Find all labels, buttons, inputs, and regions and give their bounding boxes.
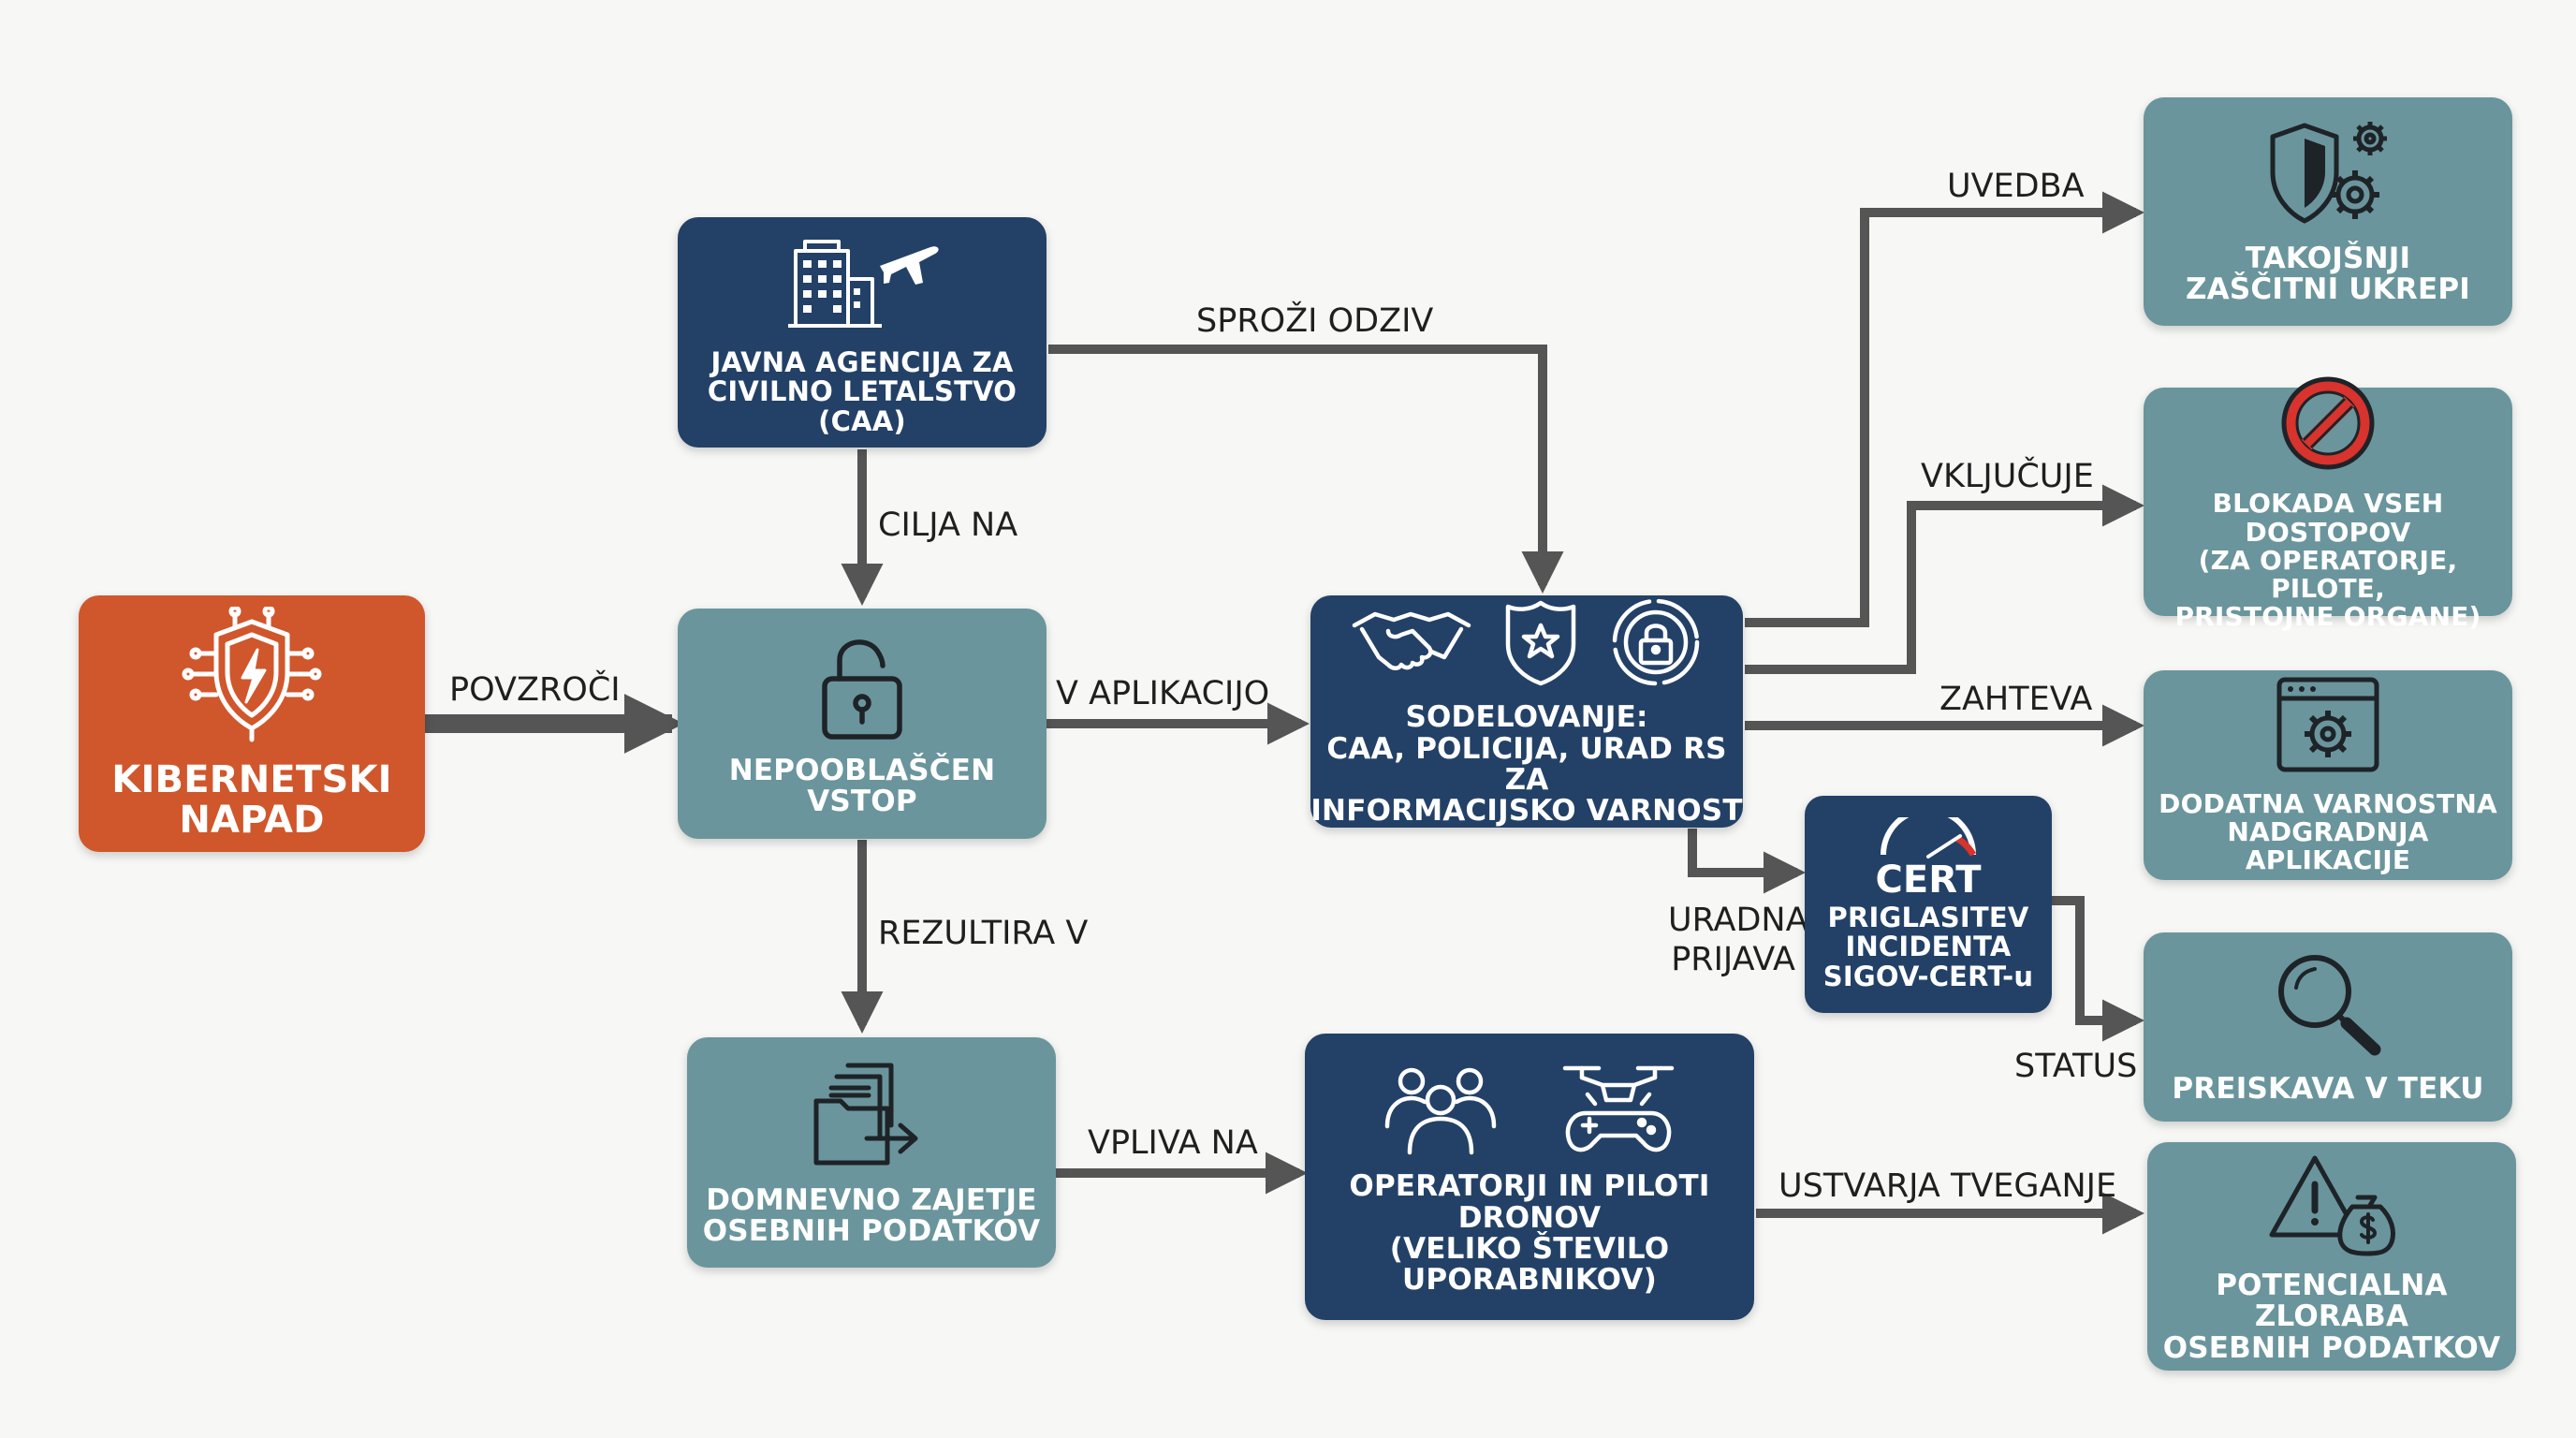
edge-status bbox=[2052, 896, 2144, 1042]
node-misuse: POTENCIALNA ZLORABA OSEBNIH PODATKOV bbox=[2147, 1142, 2516, 1371]
handshake-icon bbox=[1352, 611, 1471, 671]
node-title: SODELOVANJE: CAA, POLICIJA, URAD RS ZA I… bbox=[1310, 700, 1743, 829]
shield-gears-icon bbox=[2270, 121, 2387, 224]
node-title: POTENCIALNA ZLORABA OSEBNIH PODATKOV bbox=[2162, 1268, 2501, 1365]
documents-arrow-icon bbox=[813, 1063, 918, 1166]
node-unauthorized-access: NEPOOBLAŠČEN VSTOP bbox=[678, 609, 1046, 839]
drone-controller-icon bbox=[1562, 1065, 1675, 1152]
node-investigation: PREISKAVA V TEKU bbox=[2144, 932, 2512, 1122]
edge-label-causes: POVZROČI bbox=[449, 671, 621, 709]
app-window-gear-icon bbox=[2276, 677, 2379, 772]
node-title: DOMNEVNO ZAJETJE OSEBNIH PODATKOV bbox=[702, 1182, 1041, 1248]
magnifier-icon bbox=[2278, 955, 2381, 1056]
node-cooperation: SODELOVANJE: CAA, POLICIJA, URAD RS ZA I… bbox=[1310, 595, 1743, 828]
node-cyber-attack: KIBERNETSKI NAPAD bbox=[79, 595, 425, 852]
edge-label-requires: ZAHTEVA bbox=[1939, 681, 2093, 718]
edge-label-targets: CILJA NA bbox=[878, 506, 1018, 544]
edge-label-introduction: UVEDBA bbox=[1947, 168, 2085, 205]
cert-logo-text: CERT bbox=[1876, 858, 1983, 896]
user-group-icon bbox=[1384, 1067, 1497, 1155]
edge-official-report bbox=[1688, 829, 1806, 894]
node-data-capture: DOMNEVNO ZAJETJE OSEBNIH PODATKOV bbox=[687, 1037, 1056, 1268]
node-title: DODATNA VARNOSTNA NADGRADNJA APLIKACIJE bbox=[2159, 787, 2497, 876]
node-title: OPERATORJI IN PILOTI DRONOV (VELIKO ŠTEV… bbox=[1349, 1169, 1710, 1298]
node-title: JAVNA AGENCIJA ZA CIVILNO LETALSTVO (CAA… bbox=[707, 346, 1017, 437]
cert-gauge-icon: CERT bbox=[1876, 817, 1983, 896]
security-lock-icon bbox=[1612, 598, 1700, 686]
police-badge-icon bbox=[1505, 600, 1576, 686]
building-airplane-icon bbox=[788, 240, 939, 329]
node-immediate-measures: TAKOJŠNJI ZAŠČITNI UKREPI bbox=[2144, 97, 2512, 326]
node-title: PREISKAVA V TEKU bbox=[2172, 1072, 2484, 1107]
node-operators: OPERATORJI IN PILOTI DRONOV (VELIKO ŠTEV… bbox=[1305, 1034, 1754, 1320]
edge-label-in-app: V APLIKACIJO bbox=[1056, 675, 1270, 712]
node-cert-report: CERT PRIGLASITEV INCIDENTA SIGOV-CERT-u bbox=[1805, 796, 2052, 1013]
edge-label-creates-risk: USTVARJA TVEGANJE bbox=[1778, 1167, 2117, 1205]
edge-label-results-in: REZULTIRA V bbox=[878, 915, 1089, 952]
node-title: PRIGLASITEV INCIDENTA SIGOV-CERT-u bbox=[1822, 902, 2034, 992]
node-title: BLOKADA VSEH DOSTOPOV (ZA OPERATORJE, PI… bbox=[2174, 488, 2481, 633]
forbidden-sign-icon bbox=[2281, 376, 2375, 470]
node-title: KIBERNETSKI NAPAD bbox=[111, 757, 392, 842]
edge-label-triggers-response: SPROŽI ODZIV bbox=[1196, 302, 1434, 340]
node-title: TAKOJŠNJI ZAŠČITNI UKREPI bbox=[2186, 241, 2470, 306]
node-block-access: BLOKADA VSEH DOSTOPOV (ZA OPERATORJE, PI… bbox=[2144, 376, 2512, 631]
edge-label-affects: VPLIVA NA bbox=[1088, 1124, 1258, 1162]
edge-introduction bbox=[1745, 191, 2144, 627]
node-app-upgrade: DODATNA VARNOSTNA NADGRADNJA APLIKACIJE bbox=[2144, 670, 2512, 880]
node-title: NEPOOBLAŠČEN VSTOP bbox=[728, 753, 996, 818]
edge-label-status: STATUS bbox=[2014, 1048, 2138, 1085]
open-padlock-icon bbox=[822, 638, 902, 740]
edge-label-includes: VKLJUČUJE bbox=[1921, 458, 2094, 495]
edge-includes bbox=[1745, 484, 2144, 674]
shield-bolt-circuit-icon bbox=[182, 606, 322, 742]
edge-label-official-report: URADNA PRIJAVA bbox=[1668, 902, 1808, 978]
edge-triggers-response bbox=[1048, 345, 1564, 594]
warning-money-bag-icon bbox=[2269, 1155, 2395, 1256]
node-caa-agency: JAVNA AGENCIJA ZA CIVILNO LETALSTVO (CAA… bbox=[678, 217, 1046, 448]
